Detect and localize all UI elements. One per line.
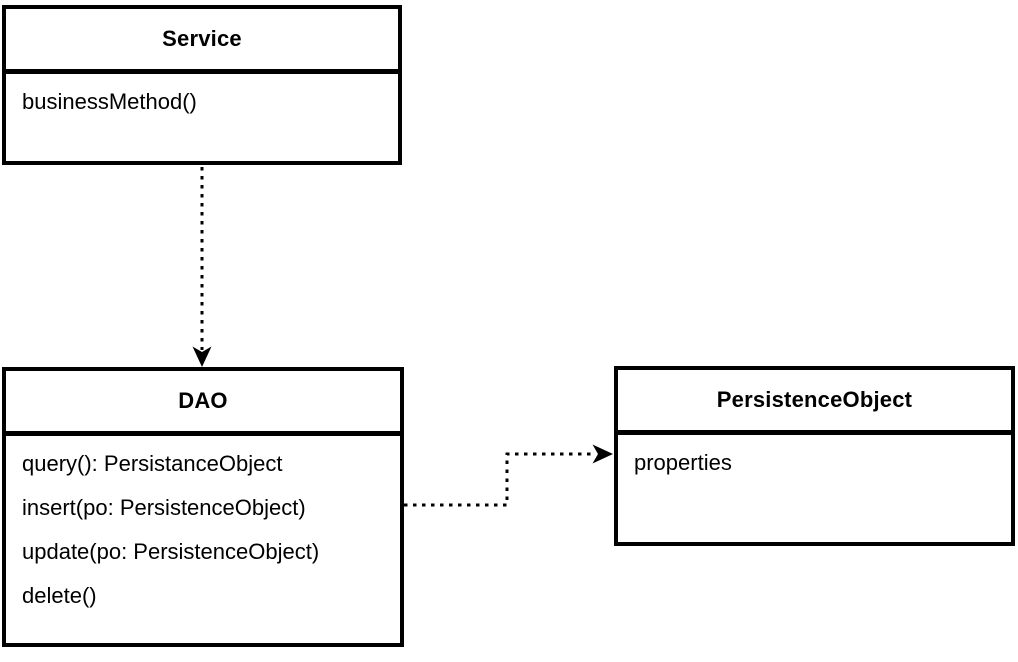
class-member: insert(po: PersistenceObject): [22, 495, 306, 520]
class-title: DAO: [6, 371, 400, 436]
class-member: delete(): [22, 583, 97, 608]
arrowhead-right: [592, 444, 613, 464]
class-title: Service: [6, 9, 398, 74]
class-member: query(): PersistanceObject: [22, 451, 283, 476]
class-title: PersistenceObject: [618, 370, 1011, 435]
arrowhead-down: [192, 346, 212, 367]
class-box-dao: DAO query(): PersistanceObject insert(po…: [2, 367, 404, 647]
connector-dao-to-persistenceobject: [404, 444, 613, 507]
class-member: properties: [634, 450, 732, 475]
class-members: query(): PersistanceObject insert(po: Pe…: [6, 436, 400, 618]
connector-service-to-dao: [192, 167, 212, 367]
class-members: properties: [618, 435, 1011, 485]
class-members: businessMethod(): [6, 74, 398, 124]
class-box-service: Service businessMethod(): [2, 5, 402, 165]
class-box-persistenceobject: PersistenceObject properties: [614, 366, 1015, 546]
class-member: businessMethod(): [22, 89, 197, 114]
class-member: update(po: PersistenceObject): [22, 539, 320, 564]
